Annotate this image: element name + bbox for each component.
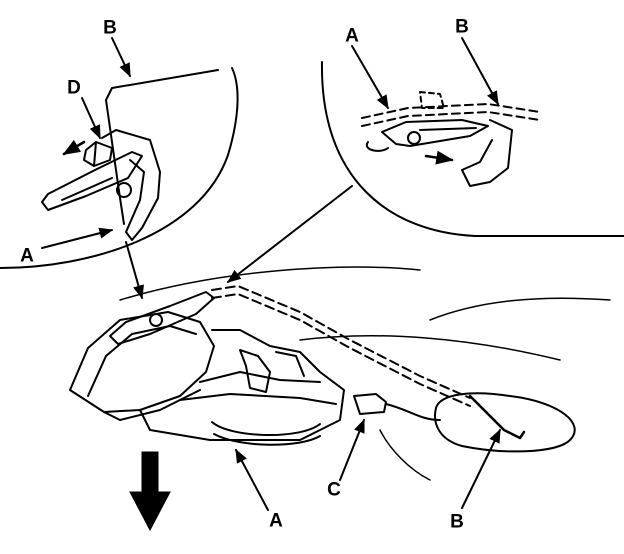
inset-left-outline [0,67,239,269]
pivot-main [149,313,163,327]
callout-b-main: B [450,511,464,533]
dir-arrow-d [62,139,86,156]
callout-b-top-right: B [455,16,469,38]
wire-harness [385,403,441,421]
leader-d [81,97,101,140]
dir-arrow-inset-right [424,150,454,165]
latch-lever-inset-right [381,119,489,147]
inset-left-detail [0,37,239,269]
inset-right-detail [320,37,624,237]
latch-body-inset-right [461,119,513,187]
housing-base [211,421,321,437]
callout-a-top-right: A [345,25,359,47]
connector-right-inset [226,185,353,283]
callout-a-top-left: A [20,245,34,267]
callout-c: C [327,479,341,501]
leader-b-top-right [461,37,499,106]
latch-body-inset-left [101,129,161,241]
callout-d: D [67,77,81,99]
callout-a-main: A [269,510,283,532]
leader-a-top-left [41,227,114,249]
lock-body-main [139,329,345,441]
clip-d-inset-left [83,141,113,167]
rod-b-main [211,285,471,399]
latch-lever-inset-left [41,151,143,211]
door-panel-contour [119,266,421,301]
rod-b-inset-left [105,69,219,225]
pivot-inset-left [116,182,132,198]
actuator-housing [69,311,215,413]
inset-right-outline [320,61,624,237]
connector-left-inset [125,241,144,300]
callout-b-top-left: B [103,17,117,39]
rod-b-inset-right [361,103,541,119]
front-direction-arrow [129,451,171,532]
lock-cylinder-outline [434,392,576,453]
main-assembly [69,266,611,511]
leader-a-main [235,448,269,511]
leader-b-top-left [111,37,131,78]
pivot-inset-right [407,131,421,145]
leader-a-top-right [351,45,389,110]
leader-b-main [461,428,501,509]
connector-c [353,393,387,415]
leader-c [339,418,365,481]
cylinder-rod [468,394,526,440]
latch-lever-main [109,291,215,345]
